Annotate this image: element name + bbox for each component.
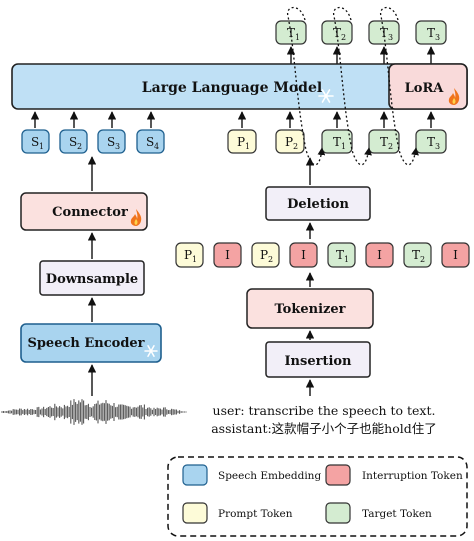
speech-token-s3-sub: 3 xyxy=(115,142,120,151)
lora-label: LoRA xyxy=(405,81,445,96)
legend-item-target-token: Target Token xyxy=(325,502,432,524)
tokenizer-block: Tokenizer xyxy=(246,288,374,329)
speech-waveform xyxy=(1,399,187,425)
legend-label-interruption-token: Interruption Token xyxy=(362,470,463,482)
prompt-token-p2: P 2 xyxy=(275,129,305,154)
target-token-t2-sub: 2 xyxy=(388,142,393,151)
sequence-token-i1: I xyxy=(213,242,242,268)
snowflake-icon xyxy=(144,345,158,357)
prompt-token-p1-main: P xyxy=(237,135,245,149)
sequence-token-t1: T 1 xyxy=(327,242,356,268)
speech-token-s2: S 2 xyxy=(59,129,88,154)
sequence-token-i3-main: I xyxy=(377,248,382,262)
output-token-t3-repeat: T 3 xyxy=(415,20,447,45)
output-token-t1-sub: 1 xyxy=(295,33,300,42)
sequence-token-i2-main: I xyxy=(301,248,306,262)
speech-token-s4-sub: 4 xyxy=(154,142,159,151)
output-token-t2-main: T xyxy=(333,26,341,40)
llm-input-arrows xyxy=(30,111,436,128)
legend-item-speech-embedding: Speech Embedding xyxy=(182,464,321,486)
sequence-token-p1: P 1 xyxy=(175,242,204,268)
sequence-token-t1-main: T xyxy=(336,248,344,262)
connector-label: Connector xyxy=(52,205,128,220)
target-token-t3: T 3 xyxy=(415,129,447,154)
sequence-token-t2-sub: 2 xyxy=(420,255,425,264)
sequence-token-i2: I xyxy=(289,242,318,268)
prompt-token-p1-sub: 1 xyxy=(245,142,250,151)
downsample-label: Downsample xyxy=(46,272,138,287)
downsample-block: Downsample xyxy=(39,260,145,296)
legend: Speech Embedding Interruption Token Prom… xyxy=(167,456,468,537)
target-token-t3-main: T xyxy=(427,135,435,149)
speech-token-s1-sub: 1 xyxy=(39,142,44,151)
speech-token-s2-main: S xyxy=(69,135,77,149)
output-token-t3-repeat-main: T xyxy=(427,26,435,40)
speech-token-s3-main: S xyxy=(107,135,115,149)
output-token-t1-main: T xyxy=(287,26,295,40)
large-language-model-block: Large Language Model xyxy=(11,63,468,110)
sequence-token-p2: P 2 xyxy=(251,242,280,268)
speech-token-s4: S 4 xyxy=(136,129,165,154)
sequence-token-p2-sub: 2 xyxy=(268,255,273,264)
insertion-block: Insertion xyxy=(265,341,371,378)
prompt-token-p2-sub: 2 xyxy=(293,142,298,151)
speech-token-s3: S 3 xyxy=(97,129,126,154)
target-token-t1: T 1 xyxy=(321,129,353,154)
legend-label-target-token: Target Token xyxy=(362,508,432,520)
tokenizer-label: Tokenizer xyxy=(274,302,345,317)
speech-token-s1-main: S xyxy=(31,135,39,149)
insertion-label: Insertion xyxy=(284,354,352,369)
prompt-text-line1: user: transcribe the speech to text. xyxy=(213,403,436,418)
deletion-label: Deletion xyxy=(287,197,349,212)
interrupted-sequence: P 1 I P 2 I T 1 I T 2 xyxy=(175,242,470,268)
prompt-tokens-top: P 1 P 2 xyxy=(227,129,305,154)
sequence-token-i4-main: I xyxy=(453,248,458,262)
fire-icon xyxy=(448,88,460,105)
lora-block: LoRA xyxy=(388,63,468,110)
prompt-token-p2-main: P xyxy=(285,135,293,149)
target-token-t2-main: T xyxy=(380,135,388,149)
legend-item-prompt-token: Prompt Token xyxy=(182,502,293,524)
sequence-token-p2-main: P xyxy=(260,248,268,262)
output-token-t3-main: T xyxy=(380,26,388,40)
speech-tokens: S 1 S 2 S 3 S 4 xyxy=(21,129,165,154)
deletion-block: Deletion xyxy=(265,186,371,221)
speech-encoder-block: Speech Encoder xyxy=(20,323,162,363)
fire-icon xyxy=(130,209,142,226)
speech-token-s1: S 1 xyxy=(21,129,50,154)
sequence-token-p1-sub: 1 xyxy=(192,255,197,264)
llm-label: Large Language Model xyxy=(142,80,322,96)
legend-item-interruption-token: Interruption Token xyxy=(325,464,463,486)
sequence-token-i4: I xyxy=(441,242,470,268)
target-tokens-mid: T 1 T 2 T 3 xyxy=(321,129,447,154)
prompt-token-p1: P 1 xyxy=(227,129,257,154)
output-token-t3-repeat-sub: 3 xyxy=(435,33,440,42)
output-target-tokens: T 1 T 2 T 3 T 3 xyxy=(275,20,447,45)
sequence-token-t2-main: T xyxy=(412,248,420,262)
llm-output-arrows xyxy=(286,46,436,64)
speech-token-s4-main: S xyxy=(146,135,154,149)
snowflake-icon xyxy=(318,89,334,103)
prompt-text-line2: assistant:这款帽子小个子也能hold住了 xyxy=(211,421,437,436)
legend-label-prompt-token: Prompt Token xyxy=(218,508,293,520)
target-token-t1-main: T xyxy=(333,135,341,149)
sequence-token-t2: T 2 xyxy=(403,242,432,268)
target-token-t2: T 2 xyxy=(368,129,400,154)
speech-token-s2-sub: 2 xyxy=(77,142,82,151)
legend-label-speech-embedding: Speech Embedding xyxy=(218,470,321,482)
sequence-token-i3: I xyxy=(365,242,394,268)
sequence-token-t1-sub: 1 xyxy=(344,255,349,264)
output-token-t2-sub: 2 xyxy=(341,33,346,42)
sequence-token-p1-main: P xyxy=(184,248,192,262)
target-token-t1-sub: 1 xyxy=(341,142,346,151)
output-token-t3-sub: 3 xyxy=(388,33,393,42)
prompt-text: user: transcribe the speech to text. ass… xyxy=(211,403,437,436)
speech-encoder-label: Speech Encoder xyxy=(27,336,144,351)
target-token-t3-sub: 3 xyxy=(435,142,440,151)
connector-block: Connector xyxy=(20,192,148,231)
sequence-token-i1-main: I xyxy=(225,248,230,262)
